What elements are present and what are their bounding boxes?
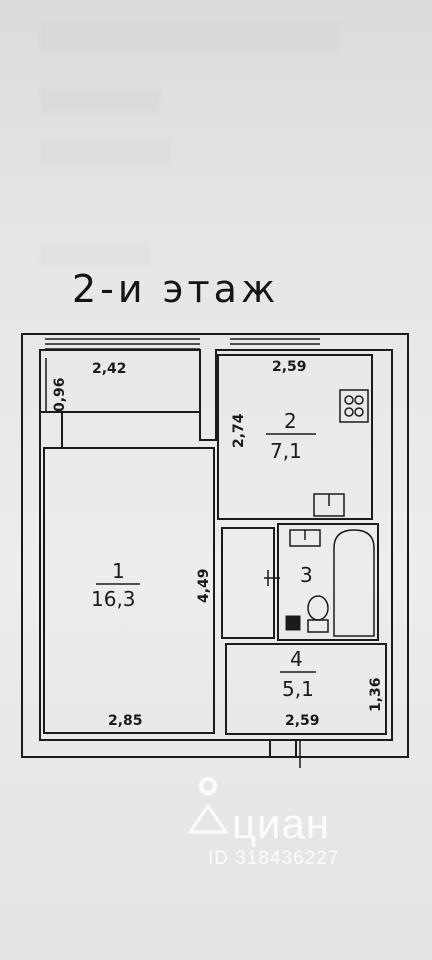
faint-header-line — [40, 140, 170, 164]
dim-balcony-depth: 0,96 — [52, 377, 68, 412]
stove-burner-icon — [354, 407, 364, 417]
faint-header-line — [40, 88, 160, 112]
faint-header-line — [40, 22, 340, 50]
room-1-outline — [43, 447, 215, 734]
dim-balcony-width: 2,42 — [92, 361, 127, 377]
room-1-number: 1 — [112, 559, 125, 583]
stove-burner-icon — [344, 395, 354, 405]
faint-header-line — [40, 246, 150, 266]
corridor-outline — [221, 527, 275, 639]
dim-hall-width: 2,59 — [285, 713, 320, 729]
dim-room1-depth: 4,49 — [196, 568, 212, 603]
room-4-number: 4 — [290, 647, 303, 671]
floor-title: 2-и этаж — [72, 267, 279, 311]
boiler-icon — [285, 615, 301, 631]
room-2-outline — [217, 354, 373, 520]
stove-burner-icon — [354, 395, 364, 405]
toilet-icon — [307, 619, 329, 633]
room-2-area: 7,1 — [270, 439, 302, 463]
watermark-listing-id: ID 318436227 — [208, 848, 340, 869]
dim-kitchen-width: 2,59 — [272, 359, 307, 375]
room-4-outline — [225, 643, 387, 735]
room-2-number: 2 — [284, 409, 297, 433]
toilet-icon — [307, 595, 329, 621]
stove-icon — [339, 389, 369, 423]
stove-burner-icon — [344, 407, 354, 417]
room-3-outline — [277, 523, 379, 641]
location-pin-icon — [187, 777, 229, 834]
room-1-area: 16,3 — [91, 587, 136, 611]
room-3-number: 3 — [300, 563, 313, 587]
bathtub-icon — [333, 529, 375, 637]
watermark-brand: циан — [232, 800, 331, 847]
inner-wall — [39, 349, 393, 741]
dim-kitchen-depth: 2,74 — [231, 413, 247, 448]
dim-room1-width: 2,85 — [108, 713, 143, 729]
dim-hall-depth: 1,36 — [368, 677, 384, 712]
outer-wall — [21, 333, 409, 758]
room-4-area: 5,1 — [282, 677, 314, 701]
